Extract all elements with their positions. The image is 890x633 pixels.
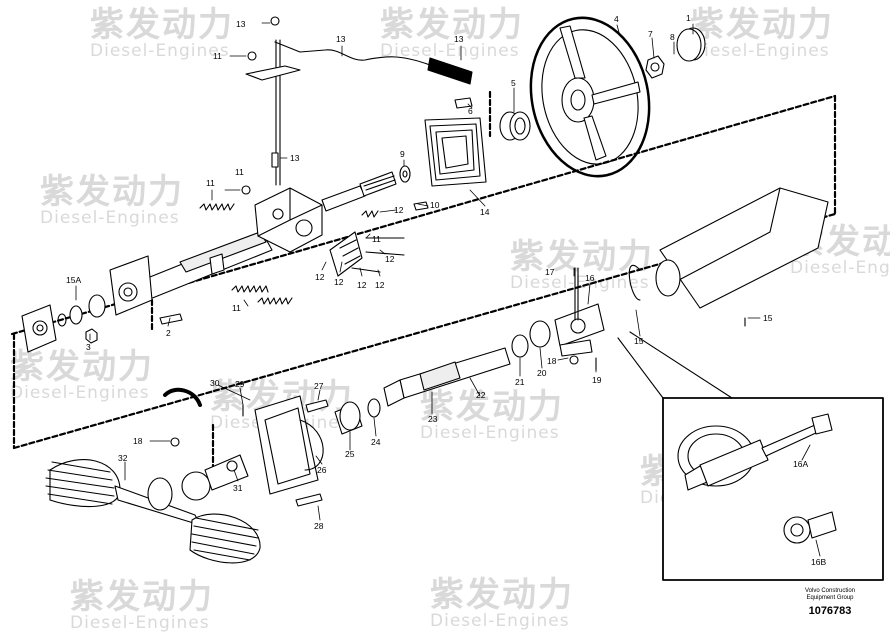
part-label: 31 [233,483,243,493]
washer [569,355,579,365]
part-label: 1 [686,13,691,23]
nut [645,55,665,79]
seal-ring [69,305,83,325]
part-label: 15 [763,313,773,323]
steering-column [109,231,273,316]
bolt [295,493,323,507]
bolt [159,313,183,325]
steering-wheel [529,16,651,178]
part-label: 24 [371,437,381,447]
part-label: 21 [515,377,525,387]
universal-joint [554,267,605,357]
part-label: 6 [468,106,473,116]
part-label: 4 [614,14,619,24]
part-label: 15 [634,336,644,346]
part-label: 16A [793,459,808,469]
part-label: 30 [210,378,220,388]
hose [163,387,202,407]
lever-cable [245,39,473,186]
part-label: 13 [290,153,300,163]
part-label: 12 [315,272,325,282]
part-label: 8 [670,32,675,42]
part-label: 12 [334,277,344,287]
part-label: 16 [585,273,595,283]
part-label: 11 [206,178,215,188]
lower-universal-joint [181,454,249,501]
bushing [88,294,106,318]
part-label: 12 [375,280,385,290]
part-label: 12 [394,205,404,215]
part-label: 23 [428,414,438,424]
part-label: 9 [400,149,405,159]
pin [413,201,429,211]
part-label: 2 [166,328,171,338]
washer [399,165,411,183]
part-label: 11 [372,234,381,244]
washer [170,437,180,447]
part-label: 11 [213,51,222,61]
part-label: 3 [86,342,91,352]
spring [257,297,293,305]
publisher-credit: Volvo Construction Equipment Group 10767… [793,588,867,617]
part-labels: 1 4 7 8 5 6 9 10 14 13 11 13 13 13 11 11… [66,13,826,567]
console-cover [628,187,829,309]
part-label: 17 [545,267,555,277]
part-label: 26 [317,465,327,475]
part-label: 15A [66,275,81,285]
column-housing [254,171,397,253]
horn-cap [676,27,706,62]
bellows-boot [424,117,487,187]
steering-shaft [383,347,511,407]
floor-plate [254,395,324,495]
part-label: 18 [133,436,143,446]
part-label: 18 [547,356,557,366]
detail-inset [617,331,884,581]
part-label: 13 [336,34,346,44]
part-label: 12 [357,280,367,290]
spring [361,210,379,218]
drawing-number: 1076783 [808,605,852,617]
part-label: 16B [811,557,826,567]
spring [231,285,269,293]
part-label: 11 [232,303,241,313]
spring [199,203,235,211]
washer [241,185,251,195]
part-label: 5 [511,78,516,88]
part-label: 10 [430,200,440,210]
part-label: 28 [314,521,324,531]
pedal-bar [45,459,261,564]
part-label: 7 [648,29,653,39]
part-label: 19 [592,375,602,385]
seal-ring [367,398,381,418]
part-label: 20 [537,368,547,378]
bolt [305,399,329,413]
bearing [529,320,551,348]
part-label: 22 [476,390,486,400]
part-label: 25 [345,449,355,459]
part-label: 13 [236,19,246,29]
washer [57,313,67,327]
part-label: 13 [454,34,464,44]
leader-lines [75,22,821,557]
part-label: 14 [480,207,490,217]
part-label: 12 [385,254,395,264]
part-label: 32 [118,453,128,463]
screw [454,97,473,109]
washer [270,16,280,26]
bearing-ring [499,111,531,141]
flange-plate [21,304,57,353]
part-label: 29 [235,379,245,389]
washer [247,51,257,61]
seal-ring [511,334,529,358]
nut [85,328,98,344]
part-label: 11 [235,167,244,177]
part-label: 27 [314,381,324,391]
